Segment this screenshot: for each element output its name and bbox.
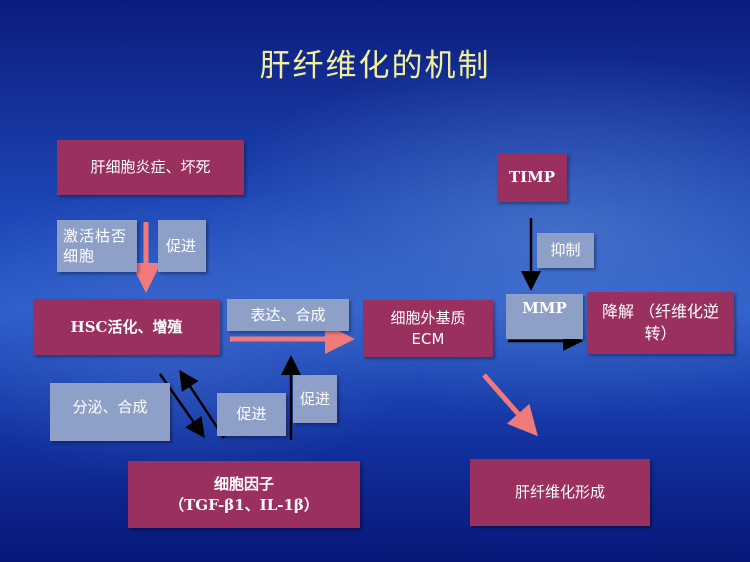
cytokines-label-line1: 细胞因子 <box>213 475 274 494</box>
promote-top-label: 促进 <box>166 236 197 255</box>
fibrosis-label: 肝纤维化形成 <box>514 483 605 502</box>
hepatocyte-injury-node: 肝细胞炎症、坏死 <box>57 140 244 195</box>
inhibit-box: 抑制 <box>537 233 594 268</box>
ecm-node: 细胞外基质ECM <box>363 300 493 357</box>
promote-top-box: 促进 <box>158 220 206 272</box>
timp-node: TIMP <box>497 153 567 202</box>
ecm-label: 细胞外基质ECM <box>390 309 466 348</box>
promote-right-label: 促进 <box>300 389 331 408</box>
promote-right-box: 促进 <box>293 375 337 423</box>
activation-label: 激活枯否细胞 <box>63 226 128 265</box>
activation-label-box: 激活枯否细胞 <box>57 220 137 272</box>
hepatocyte-injury-label: 肝细胞炎症、坏死 <box>90 158 211 177</box>
promote-mid-label: 促进 <box>236 405 267 424</box>
cytokines-label-line2: （TGF-β1、IL-1β） <box>169 495 319 514</box>
secrete-synthesize-box: 分泌、合成 <box>50 383 170 441</box>
hsc-node: HSC活化、增殖 <box>33 299 220 355</box>
hsc-label: HSC活化、增殖 <box>70 317 183 336</box>
cytokines-node: 细胞因子 （TGF-β1、IL-1β） <box>128 461 360 528</box>
mmp-label: MMP <box>522 299 567 317</box>
fibrosis-node: 肝纤维化形成 <box>470 459 650 526</box>
page-title: 肝纤维化的机制 <box>259 48 491 84</box>
secrete-synthesize-label: 分泌、合成 <box>72 398 148 416</box>
timp-label: TIMP <box>508 168 556 187</box>
degradation-node: 降解 （纤维化逆转） <box>587 292 734 354</box>
degradation-label: 降解 （纤维化逆转） <box>601 302 720 343</box>
arrow-ecm-to-fibrosis <box>482 373 538 437</box>
mmp-node: MMP <box>506 294 583 339</box>
promote-mid-box: 促进 <box>217 393 286 436</box>
express-synthesize-box: 表达、合成 <box>227 299 349 331</box>
inhibit-label: 抑制 <box>550 241 581 260</box>
express-synthesize-label: 表达、合成 <box>250 305 326 324</box>
